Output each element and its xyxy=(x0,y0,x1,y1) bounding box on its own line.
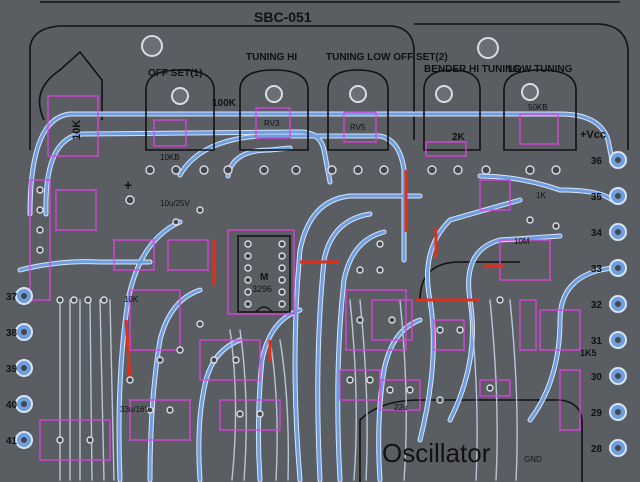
component-outlines xyxy=(29,95,581,461)
control-label-tuning-low: TUNING LOW OFF SET(2) xyxy=(326,52,448,63)
solder-pads xyxy=(36,165,561,444)
edge-pin-number: 33 xyxy=(591,264,603,275)
edge-pad-hole xyxy=(21,293,27,299)
edge-pad-hole xyxy=(615,193,621,199)
edge-pin-number: 38 xyxy=(6,328,18,339)
control-label-tuning-low-text: TUNING LOW OFF SET(2) xyxy=(326,52,448,63)
edge-pin-number: 34 xyxy=(591,228,603,239)
part-label-10k: 10K xyxy=(71,120,83,140)
edge-pad-hole xyxy=(615,445,621,451)
part-label-2k: 2K xyxy=(452,132,466,143)
edge-pin-number: 32 xyxy=(591,300,603,311)
edge-connector-right: 36 35 34 33 32 31 30 29 28 xyxy=(591,151,627,457)
control-value-low-tuning: 50KB xyxy=(528,103,548,112)
board-title: SBC-051 xyxy=(254,9,312,25)
ic-socket xyxy=(237,235,291,313)
edge-connector-left: 37 38 39 40 41 xyxy=(6,287,33,449)
control-label-tuning-hi: TUNING HI xyxy=(246,52,297,63)
part-label-plus: + xyxy=(124,177,132,193)
edge-pad-hole xyxy=(21,401,27,407)
copper-traces xyxy=(17,111,615,482)
mounting-holes xyxy=(141,35,539,105)
control-label-offset1: OFF SET(1) xyxy=(148,68,202,79)
edge-pad-hole xyxy=(21,365,27,371)
part-label-1k5: 1K5 xyxy=(580,348,597,358)
part-label-10u25v: 10u/25V xyxy=(160,199,190,208)
edge-pad-hole xyxy=(615,157,621,163)
part-label-100k: 100K xyxy=(212,98,237,109)
pot-footprints xyxy=(145,69,577,151)
ic-label-3296: 3296 xyxy=(252,284,272,294)
edge-pin-number: 36 xyxy=(591,156,603,167)
edge-pin-number: 30 xyxy=(591,372,603,383)
oscillator-label: Oscillator xyxy=(382,438,491,468)
part-label-vcc: +Vcc xyxy=(580,129,606,141)
edge-pin-number: 35 xyxy=(591,192,603,203)
control-label-bender: BENDER HI TUNING xyxy=(424,64,520,75)
part-label-1k: 1K xyxy=(536,191,546,200)
edge-pad-hole xyxy=(21,437,27,443)
part-label-10k-b: 10K xyxy=(124,295,139,304)
control-value-offset1: 10KB xyxy=(160,153,180,162)
edge-pad-hole xyxy=(615,229,621,235)
edge-pin-number: 40 xyxy=(6,400,18,411)
ic-label-m: M xyxy=(260,272,268,283)
edge-pad-hole xyxy=(615,373,621,379)
control-value-tuning-hi: RV3 xyxy=(264,119,280,128)
edge-pad-hole xyxy=(21,329,27,335)
edge-pin-number: 37 xyxy=(6,292,18,303)
edge-pad-hole xyxy=(615,409,621,415)
part-label-22u: 22u xyxy=(394,403,407,412)
control-value-tuning-low: RV5 xyxy=(350,123,366,132)
part-label-33u16v: 33u/16V xyxy=(120,405,150,414)
edge-pin-number: 31 xyxy=(591,336,603,347)
edge-pad-hole xyxy=(615,265,621,271)
edge-pin-number: 41 xyxy=(6,436,18,447)
part-label-10m: 10M xyxy=(514,237,530,246)
part-label-gnd: GND xyxy=(524,455,542,464)
jumpers xyxy=(124,170,504,381)
edge-pad-hole xyxy=(615,301,621,307)
edge-pin-number: 29 xyxy=(591,408,603,419)
edge-pin-number: 28 xyxy=(591,444,603,455)
control-label-low-tuning: LOW TUNING xyxy=(508,64,573,75)
edge-pad-hole xyxy=(615,337,621,343)
silkscreen-labels: SBC-051 OFF SET(1) TUNING HI TUNING LOW … xyxy=(71,9,606,468)
edge-pin-number: 39 xyxy=(6,364,18,375)
